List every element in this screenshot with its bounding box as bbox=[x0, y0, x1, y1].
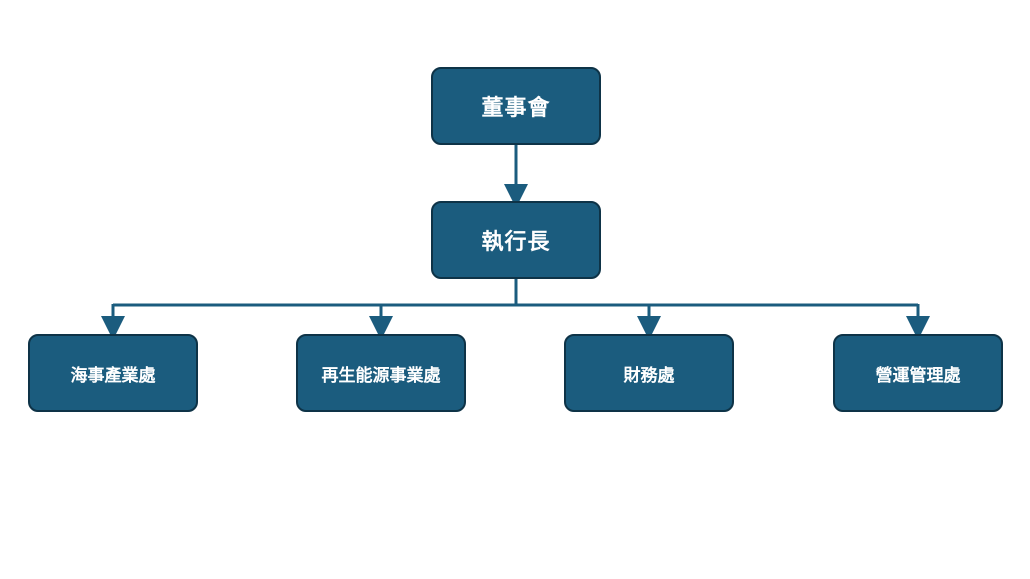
node-department-label: 海事產業處 bbox=[70, 365, 156, 386]
node-department-label: 營運管理處 bbox=[875, 365, 961, 386]
node-department-label: 財務處 bbox=[623, 365, 675, 386]
node-department-renewable-energy: 再生能源事業處 bbox=[296, 334, 466, 412]
node-ceo: 執行長 bbox=[431, 201, 601, 279]
node-board-label: 董事會 bbox=[481, 96, 551, 121]
node-ceo-label: 執行長 bbox=[481, 230, 551, 255]
node-board: 董事會 bbox=[431, 67, 601, 145]
node-department-operations: 營運管理處 bbox=[833, 334, 1003, 412]
node-department-maritime: 海事產業處 bbox=[28, 334, 198, 412]
node-department-finance: 財務處 bbox=[564, 334, 734, 412]
node-department-label: 再生能源事業處 bbox=[321, 365, 441, 386]
